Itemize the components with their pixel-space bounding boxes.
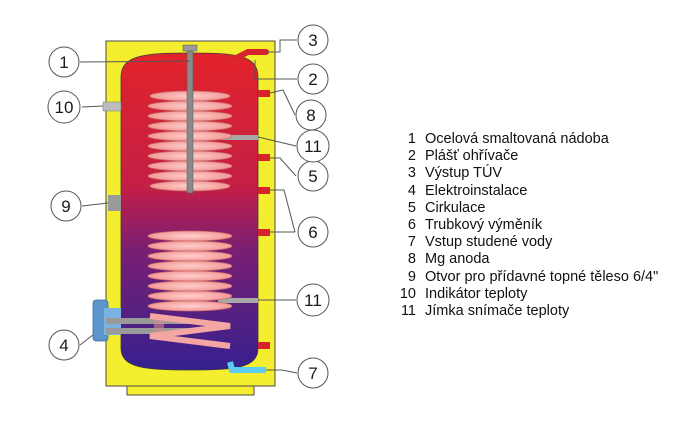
legend-label: Otvor pro přídavné topné těleso 6/4" — [425, 268, 659, 285]
pipes — [218, 49, 270, 373]
upper-heat-exchanger-coil — [147, 90, 233, 192]
legend-label: Plášť ohřívače — [425, 148, 519, 165]
legend-item: 6 Trubkový výměník — [398, 217, 658, 234]
callout-label: 11 — [304, 137, 322, 156]
legend-item: 5 Cirkulace — [398, 200, 658, 217]
legend-number: 11 — [400, 303, 416, 320]
mg-anode — [182, 44, 198, 194]
callout-label: 3 — [308, 31, 317, 50]
legend-label: Výstup TÚV — [425, 165, 503, 182]
legend-number: 1 — [407, 131, 416, 147]
legend-item: 7 Vstup studené vody — [398, 234, 658, 251]
callout-1: 1 — [48, 46, 80, 78]
callout-label: 7 — [308, 364, 317, 383]
legend-number: 10 — [399, 285, 416, 302]
legend-item: 3 Výstup TÚV — [398, 165, 658, 182]
legend-item: 9 Otvor pro přídavné topné těleso 6/4" — [398, 269, 658, 286]
callout-label: 9 — [61, 197, 70, 216]
left-fittings — [92, 101, 190, 342]
legend-item: 2 Plášť ohřívače — [398, 148, 658, 165]
callout-2: 2 — [297, 63, 329, 95]
callout-6: 6 — [297, 216, 329, 248]
legend-label: Indikátor teploty — [425, 285, 528, 302]
callout-11-upper: 11 — [296, 129, 330, 163]
legend-item: 11 Jímka snímače teploty — [398, 303, 658, 320]
legend-label: Trubkový výměník — [425, 217, 543, 234]
legend-label: Cirkulace — [425, 199, 486, 216]
legend: 1 Ocelová smaltovaná nádoba 2 Plášť ohříva… — [398, 131, 658, 320]
callout-label: 1 — [59, 53, 68, 72]
legend-label: Vstup studené vody — [425, 234, 553, 251]
callout-7: 7 — [297, 357, 329, 389]
legend-label: Elektroinstalace — [425, 182, 528, 199]
callout-10: 10 — [47, 90, 81, 124]
callouts: 1 2 3 4 5 6 7 8 — [47, 24, 330, 389]
callout-3: 3 — [297, 24, 329, 56]
legend-number: 7 — [407, 234, 416, 251]
legend-label: Ocelová smaltovaná nádoba — [425, 131, 609, 147]
callout-label: 10 — [55, 98, 74, 117]
callout-label: 5 — [308, 167, 317, 186]
legend-item: 10 Indikátor teploty — [398, 286, 658, 303]
callout-label: 8 — [306, 106, 315, 125]
callout-5: 5 — [297, 160, 329, 192]
callout-label: 11 — [304, 291, 322, 310]
legend-item: 8 Mg anoda — [398, 251, 658, 268]
legend-number: 4 — [407, 182, 416, 199]
legend-label: Mg anoda — [425, 251, 490, 268]
leader-lines — [79, 39, 298, 374]
callout-label: 2 — [308, 70, 317, 89]
legend-item: 4 Elektroinstalace — [398, 183, 658, 200]
callout-label: 6 — [308, 223, 317, 242]
legend-number: 5 — [407, 199, 416, 216]
legend-item: 1 Ocelová smaltovaná nádoba — [398, 131, 658, 148]
callout-8: 8 — [295, 99, 327, 131]
legend-number: 3 — [407, 165, 416, 182]
legend-label: Jímka snímače teploty — [425, 303, 570, 320]
callout-9: 9 — [50, 190, 82, 222]
legend-number: 8 — [407, 251, 416, 268]
lower-heat-exchanger-coil — [147, 230, 233, 349]
callout-4: 4 — [48, 329, 80, 361]
legend-number: 9 — [407, 268, 416, 285]
callout-label: 4 — [59, 336, 68, 355]
legend-number: 6 — [407, 217, 416, 234]
callout-11-lower: 11 — [296, 283, 330, 317]
legend-number: 2 — [407, 148, 416, 165]
